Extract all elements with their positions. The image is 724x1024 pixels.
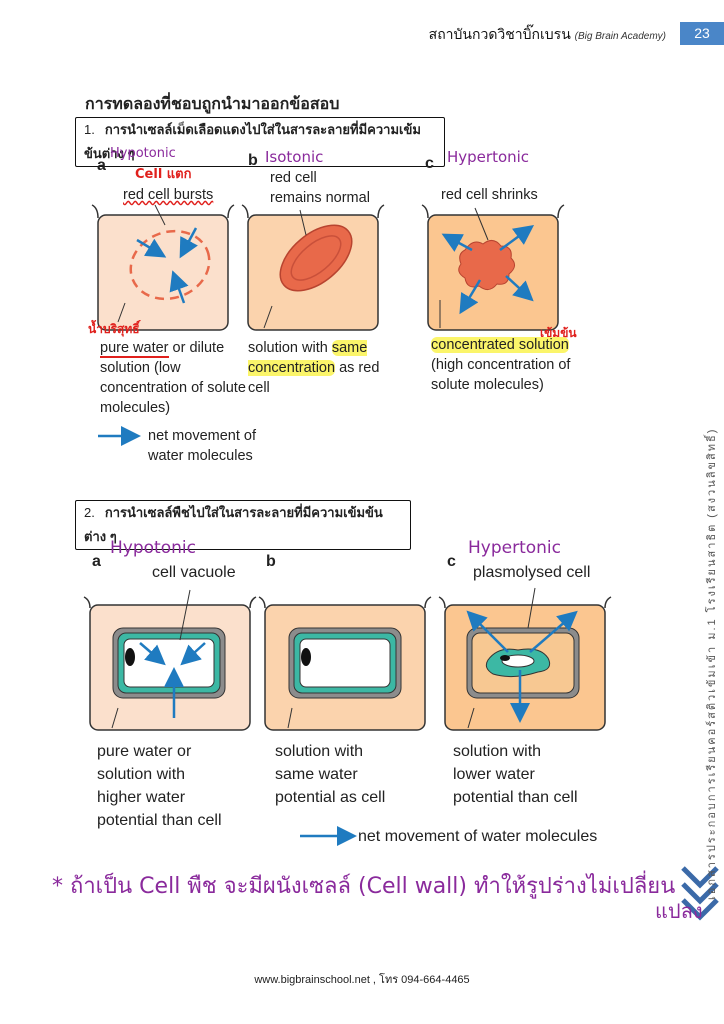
footer-contact: www.bigbrainschool.net , โทร 094-664-446… xyxy=(254,974,470,986)
caption-part: as red cell xyxy=(248,360,380,396)
caption-line: pure water or xyxy=(97,743,192,760)
caption-line: potential than cell xyxy=(97,812,222,829)
panel2-a-caption: pure water or solution with higher water… xyxy=(97,740,222,832)
caption-part: solution with xyxy=(248,340,332,356)
caption-highlight: concentrated solution xyxy=(431,337,569,353)
panel1-b-label: red cell remains normal xyxy=(270,168,370,208)
panel2-b-caption: solution with same water potential as ce… xyxy=(275,740,385,809)
experiment2-title-box: 2.การนำเซลล์พืชไปใส่ในสารละลายที่มีความเ… xyxy=(75,500,411,550)
panel1-c-note: Hypertonic xyxy=(447,148,530,166)
section-title: การทดลองที่ชอบถูกนำมาออกข้อสอบ xyxy=(85,96,340,113)
caption-part: (high concentration of solute molecules) xyxy=(431,357,571,393)
shrunken-cell xyxy=(458,240,515,290)
panel2-c-note: Hypertonic xyxy=(468,538,561,558)
panel1-c-caption: concentrated solution (high concentratio… xyxy=(431,335,571,395)
label-text: red cell bursts xyxy=(123,187,214,203)
experiment1-title-box: 1.การนำเซลล์เม็ดเลือดแดงไปใส่ในสารละลายท… xyxy=(75,117,445,167)
header-title: สถาบันกวดวิชาบิ๊กเบรน (Big Brain Academy… xyxy=(429,24,666,46)
handwritten-note: * ถ้าเป็น Cell พืช จะมีผนังเซลล์ (Cell w… xyxy=(52,874,676,899)
beaker-hypotonic-rbc xyxy=(91,204,235,331)
experiment1-title: การนำเซลล์เม็ดเลือดแดงไปใส่ในสารละลายที่… xyxy=(84,122,421,161)
caption-part: or dilute solution (low concentration of… xyxy=(100,340,246,416)
caption-line: potential as cell xyxy=(275,789,386,806)
caption-line: same water xyxy=(275,766,358,783)
legend1-text: net movement of water molecules xyxy=(148,428,256,464)
caption-line: solution with xyxy=(275,743,364,760)
label-line: red cell xyxy=(270,170,317,186)
panel2-a-letter: a xyxy=(92,553,101,570)
experiment2-title: การนำเซลล์พืชไปใส่ในสารละลายที่มีความเข้… xyxy=(84,505,383,544)
beaker-hypertonic-plant xyxy=(438,587,612,731)
beaker-isotonic-rbc xyxy=(241,204,385,331)
panel2-a-label: cell vacuole xyxy=(152,564,236,581)
experiment2-number: 2. xyxy=(84,505,95,520)
burst-cell xyxy=(129,229,211,301)
panel2-c-caption: solution with lower water potential than… xyxy=(453,740,578,809)
caption-line: solution with xyxy=(453,743,542,760)
panel1-b-letter: b xyxy=(248,152,258,169)
beaker-isotonic-plant xyxy=(258,596,432,731)
caption-line: lower water xyxy=(453,766,535,783)
legend2-text: net movement of water molecules xyxy=(358,828,598,845)
caption-line: potential than cell xyxy=(453,789,578,806)
institute-name: สถาบันกวดวิชาบิ๊กเบรน xyxy=(428,26,571,42)
caption-line: solution with xyxy=(97,766,186,783)
side-copyright-text: เอกสารประกอบการเรียนคอร์สติวเข้มเข้า ม.1… xyxy=(706,427,718,900)
panel1-c-side-note: เข้มข้น xyxy=(540,326,577,340)
panel1-c-letter: c xyxy=(425,155,434,172)
caption-part: pure water xyxy=(100,340,169,358)
institute-name-en: (Big Brain Academy) xyxy=(574,31,666,42)
panel1-c-label: red cell shrinks xyxy=(441,187,538,203)
panel1-a-label: red cell bursts xyxy=(123,185,213,205)
panel1-a-caption: pure water or dilute solution (low conce… xyxy=(100,338,250,418)
panel2-a-note: Hypotonic xyxy=(110,538,196,558)
label-line: remains normal xyxy=(270,190,370,206)
panel2-c-letter: c xyxy=(447,553,456,570)
panel2-b-letter: b xyxy=(266,553,276,570)
experiment1-number: 1. xyxy=(84,122,95,137)
panel1-a-note2: Cell แตก xyxy=(135,167,192,182)
normal-red-cell xyxy=(279,224,353,292)
panel1-a-side-note: น้ำบริสุทธิ์ xyxy=(88,322,140,336)
panel1-a-note: Hypotonic xyxy=(110,146,176,161)
caption-line: higher water xyxy=(97,789,186,806)
panel1-b-caption: solution with same concentration as red … xyxy=(248,338,398,398)
panel1-a-letter: a xyxy=(97,157,106,174)
page-number: 23 xyxy=(680,22,724,45)
chevron-decoration-icon xyxy=(681,866,719,921)
handwritten-note-line2: แปลง xyxy=(655,899,703,923)
panel2-c-label: plasmolysed cell xyxy=(473,564,591,581)
beaker-hypotonic-plant xyxy=(83,589,257,731)
panel1-b-note: Isotonic xyxy=(265,148,324,166)
beaker-hypertonic-rbc xyxy=(421,204,565,331)
